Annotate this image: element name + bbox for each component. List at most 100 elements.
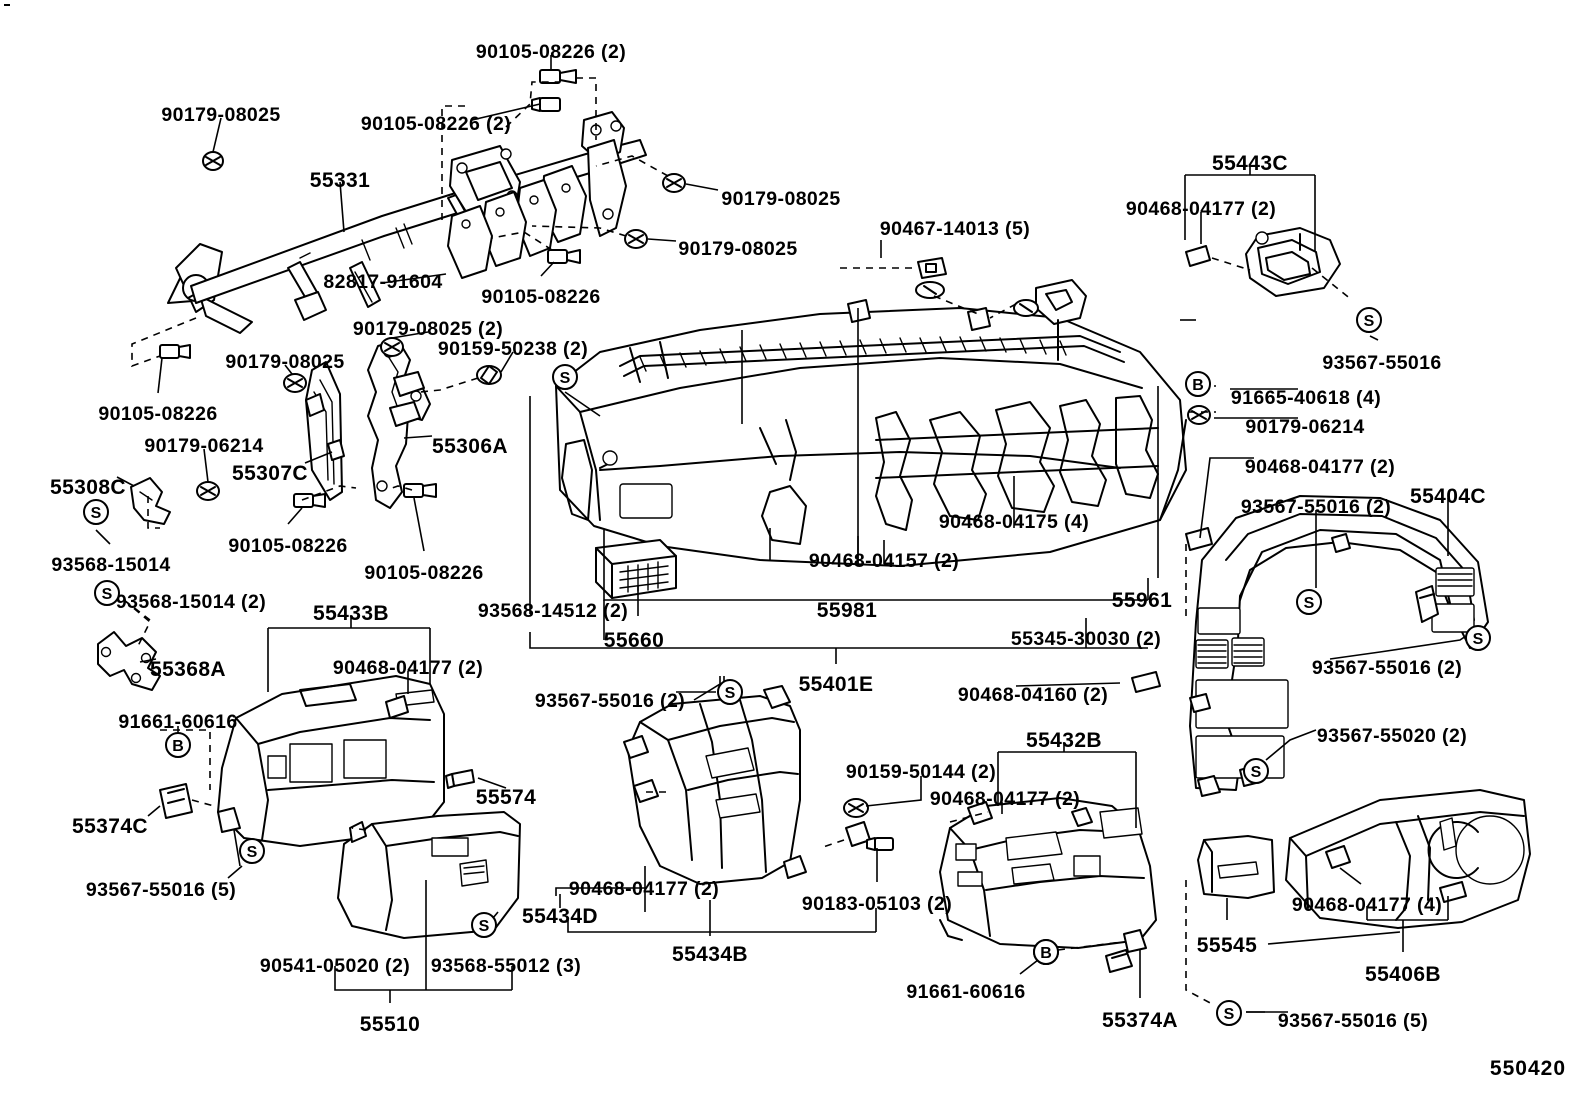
glove-box-assembly [123, 599, 521, 1003]
fastener-90179-08025-b [662, 173, 686, 193]
screw-marker-icon: S [1355, 306, 1383, 334]
part-number-label: 90468-04177 (4) [1291, 894, 1443, 916]
air-duct-55443c [1184, 165, 1379, 341]
part-number-label: 93568-15014 (2) [115, 591, 267, 613]
svg-text:S: S [102, 586, 113, 603]
part-number-label: 55545 [1196, 934, 1258, 957]
part-number-label: 93567-55016 [1322, 352, 1442, 374]
fastener-90179-08025-d [380, 337, 404, 357]
fastener-90179-08025-e [283, 373, 307, 393]
screw-marker-icon: S [1242, 757, 1270, 785]
part-number-label: 55961 [1111, 589, 1173, 612]
part-number-label: 55406B [1365, 963, 1441, 986]
svg-text:B: B [172, 738, 184, 755]
svg-text:S: S [725, 685, 736, 702]
center-bracket-55434b [555, 676, 922, 936]
part-number-label: 90467-14013 (5) [879, 218, 1031, 240]
bolt-marker-icon: B [1184, 370, 1212, 398]
bolt-marker-icon: B [1032, 938, 1060, 966]
fastener-90105-08226-e [293, 493, 326, 508]
part-number-label: 55345-30030 (2) [1010, 628, 1162, 650]
part-number-label: 91661-60616 [906, 981, 1026, 1003]
fastener-90468-04177-duct [1185, 245, 1211, 267]
part-number-label: 90468-04177 (2) [929, 788, 1081, 810]
part-number-label: 55660 [603, 629, 665, 652]
bolt-marker-icon: B [164, 731, 192, 759]
part-number-label: 55510 [359, 1013, 421, 1036]
part-number-label: 90179-08025 [161, 104, 281, 126]
part-number-label: 90105-08226 (2) [360, 113, 512, 135]
part-number-label: 93567-55016 (2) [1311, 657, 1463, 679]
fastener-55574 [445, 769, 475, 789]
part-number-label: 55433B [313, 602, 389, 625]
part-number-label: 90105-08226 [98, 403, 218, 425]
part-number-label: 55981 [816, 599, 878, 622]
part-number-label: 90159-50238 (2) [437, 338, 589, 360]
reinforcement-bar-assembly [131, 55, 719, 394]
part-number-label: 55374A [1102, 1009, 1178, 1032]
part-number-label: 93567-55016 (2) [1240, 496, 1392, 518]
screw-marker-icon: S [82, 498, 110, 526]
screw-marker-icon: S [93, 579, 121, 607]
fastener-90105-08226-d [159, 344, 191, 359]
svg-text:S: S [479, 918, 490, 935]
svg-text:S: S [91, 505, 102, 522]
part-number-label: 55404C [1410, 485, 1486, 508]
fastener-91665-40618 [1013, 299, 1039, 317]
diagram-id-number: 550420 [1489, 1057, 1566, 1080]
part-number-label: 90179-06214 [1245, 416, 1365, 438]
part-number-label: 90468-04177 (2) [332, 657, 484, 679]
part-number-label: 55401E [798, 673, 874, 696]
part-number-label: 55374C [72, 815, 148, 838]
fastener-90179-06214-b [1187, 405, 1211, 425]
part-number-label: 93567-55016 (5) [1277, 1010, 1429, 1032]
part-number-label: 55432B [1026, 729, 1102, 752]
screw-marker-icon: S [551, 363, 579, 391]
screw-marker-icon: S [1215, 999, 1243, 1027]
part-number-label: 55434B [672, 943, 748, 966]
part-number-label: 90179-08025 [225, 351, 345, 373]
fastener-90105-08226-f [403, 483, 437, 498]
part-number-label: 93568-15014 [51, 554, 171, 576]
part-number-label: 90468-04177 (2) [568, 878, 720, 900]
part-number-label: 90105-08226 [228, 535, 348, 557]
part-number-label: 55331 [309, 169, 371, 192]
svg-text:S: S [1224, 1006, 1235, 1023]
screw-marker-icon: S [238, 837, 266, 865]
part-number-label: 90179-08025 [721, 188, 841, 210]
fastener-90159-50144 [843, 798, 869, 818]
fastener-90183-05103 [866, 837, 894, 851]
part-number-label: 90468-04177 (2) [1125, 198, 1277, 220]
part-number-label: 90179-08025 (2) [352, 318, 504, 340]
svg-text:B: B [1040, 945, 1052, 962]
part-number-label: 90105-08226 [364, 562, 484, 584]
lower-finish-panel-55432b [939, 742, 1401, 1013]
fastener-90159-50238 [476, 365, 502, 385]
part-number-label: 90105-08226 [481, 286, 601, 308]
connector-55660 [595, 539, 677, 599]
svg-text:S: S [247, 844, 258, 861]
part-number-label: 90159-50144 (2) [845, 761, 997, 783]
fastener-90468-04177-right [1185, 527, 1213, 551]
part-number-label: 91661-60616 [118, 711, 238, 733]
part-number-label: 55307C [232, 462, 308, 485]
part-number-label: 90105-08226 (2) [475, 41, 627, 63]
part-number-label: 55306A [432, 435, 508, 458]
cluster-finish-panel-55404c [1185, 495, 1489, 797]
part-number-label: 90183-05103 (2) [801, 893, 953, 915]
part-number-label: 90179-08025 [678, 238, 798, 260]
screw-marker-icon: S [716, 678, 744, 706]
part-number-label: 55434D [522, 905, 598, 928]
part-number-label: 93568-55012 (3) [430, 955, 582, 977]
fastener-90179-08025-c [624, 229, 648, 249]
part-number-label: 93567-55020 (2) [1316, 725, 1468, 747]
part-number-label: 90541-05020 (2) [259, 955, 411, 977]
registration-mark [4, 4, 10, 6]
fastener-90467-14013 [915, 257, 947, 299]
fastener-90179-08025-a [202, 151, 224, 171]
screw-marker-icon: S [1295, 588, 1323, 616]
fastener-90468-04177-glovebox [385, 695, 409, 719]
part-number-label: 91665-40618 (4) [1230, 387, 1382, 409]
